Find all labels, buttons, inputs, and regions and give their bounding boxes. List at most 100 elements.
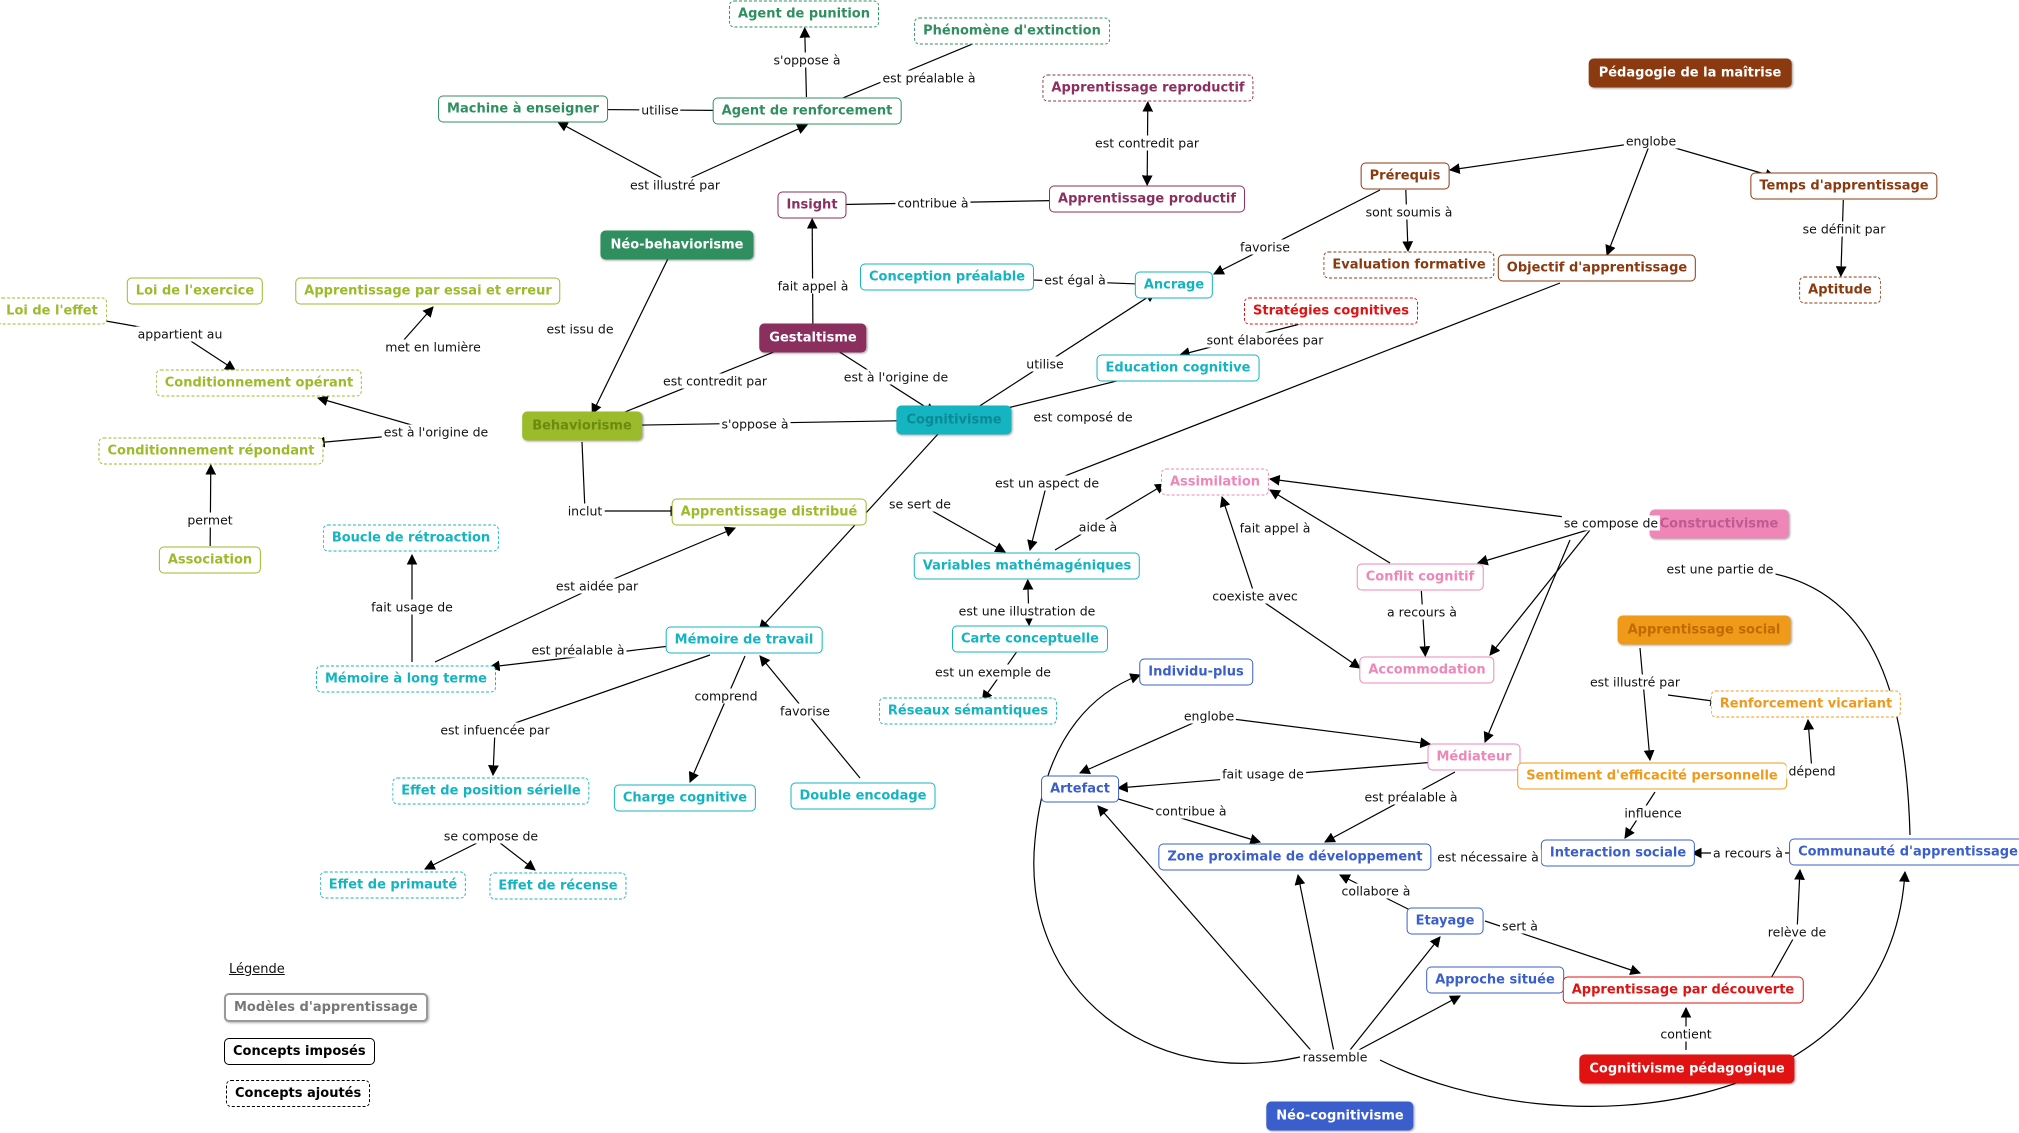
- node-insight: Insight: [777, 191, 847, 219]
- edge-prerequis-to-ancrage: [1213, 189, 1381, 275]
- edge-mediateur-to-zpd: [1324, 771, 1456, 843]
- link-label: coexiste avec: [1210, 588, 1300, 604]
- node-agent-renfo: Agent de renforcement: [712, 97, 902, 125]
- node-effet-rec: Effet de récense: [489, 872, 627, 900]
- node-charge: Charge cognitive: [613, 784, 757, 812]
- link-label: englobe: [1623, 133, 1679, 149]
- node-cond-op: Conditionnement opérant: [155, 369, 363, 397]
- link-label: sont élaborées par: [1204, 332, 1326, 348]
- edge-cognitiv-to-ancrage: [969, 291, 1157, 414]
- node-cond-rep: Conditionnement répondant: [98, 437, 324, 465]
- edge-behav-to-app-distrib: [581, 441, 682, 517]
- link-label: se compose de: [441, 828, 541, 844]
- edge-association-to-cond-rep: [205, 463, 217, 547]
- edge-conflit-to-accommodation: [1419, 590, 1431, 658]
- edge-app-social-to-sentiment: [1639, 647, 1655, 762]
- node-prerequis: Prérequis: [1360, 162, 1450, 190]
- link-label: utilise: [1024, 356, 1066, 372]
- link-label: est un exemple de: [933, 664, 1053, 680]
- node-reseaux: Réseaux sémantiques: [878, 697, 1058, 725]
- node-temps: Temps d'apprentissage: [1750, 172, 1938, 200]
- node-conflit: Conflit cognitif: [1356, 563, 1484, 591]
- node-variables: Variables mathémagéniques: [913, 552, 1141, 580]
- link-label: utilise: [639, 102, 681, 118]
- edge-neobeh-to-agent-renfo: [674, 124, 808, 186]
- edge-memoire-travail-to-effet-pos: [488, 654, 711, 777]
- link-label: inclut: [565, 503, 605, 519]
- node-app-prod: Apprentissage productif: [1049, 185, 1245, 213]
- edge-neocog-to-individu: [1033, 673, 1301, 1064]
- link-label: est aidée par: [553, 578, 641, 594]
- node-cognitiv: Cognitivisme: [896, 405, 1012, 435]
- node-app-social: Apprentissage social: [1617, 615, 1791, 645]
- link-label: contribue à: [895, 195, 971, 211]
- link-label: est préalable à: [880, 70, 978, 86]
- edge-pedagogie-to-prerequis: [1448, 140, 1652, 174]
- link-label: englobe: [1181, 708, 1237, 724]
- node-aptitude: Aptitude: [1799, 276, 1881, 304]
- edge-pedagogie-to-objectif: [1605, 140, 1652, 257]
- edge-gestalt-to-insight: [806, 217, 818, 325]
- link-label: est un aspect de: [992, 475, 1102, 491]
- link-label: appartient au: [135, 326, 225, 342]
- link-label: s'oppose à: [719, 416, 791, 432]
- edge-neocog-to-zpd: [1294, 873, 1336, 1058]
- edge-variables-to-assimilation: [1054, 483, 1166, 551]
- node-approche: Approche située: [1426, 966, 1564, 994]
- node-app-decouverte: Apprentissage par découverte: [1562, 976, 1804, 1004]
- link-label: contribue à: [1153, 803, 1229, 819]
- node-memoire-lt: Mémoire à long terme: [315, 665, 497, 693]
- link-label: a recours à: [1385, 604, 1459, 620]
- link-label: sert à: [1500, 918, 1540, 934]
- link-label: est préalable à: [529, 642, 627, 658]
- edge-construct-to-mediateur: [1483, 539, 1571, 743]
- node-ancrage: Ancrage: [1134, 271, 1214, 299]
- node-loi-exercice: Loi de l'exercice: [126, 277, 264, 305]
- edge-neobeh-to-behav: [591, 257, 670, 415]
- link-label: est composé de: [1031, 409, 1135, 425]
- edge-individu-to-mediateur: [1208, 715, 1432, 749]
- link-label: est à l'origine de: [841, 369, 951, 385]
- legend-item-added: Concepts ajoutés: [226, 1080, 371, 1107]
- link-label: relève de: [1765, 924, 1829, 940]
- node-construct: Constructivisme: [1649, 509, 1789, 539]
- node-effet-pos: Effet de position sérielle: [392, 777, 590, 805]
- edge-temps-to-aptitude: [1835, 199, 1847, 278]
- edge-construct-to-accommodation: [1489, 529, 1591, 656]
- link-label: est infuencée par: [438, 722, 552, 738]
- link-label: est illustré par: [627, 177, 723, 193]
- link-label: se définit par: [1800, 221, 1888, 237]
- link-label: se compose de: [1561, 515, 1661, 531]
- node-double: Double encodage: [790, 782, 936, 810]
- legend-item-models: Modèles d'apprentissage: [224, 993, 428, 1022]
- node-zpd: Zone proximale de développement: [1158, 843, 1432, 871]
- node-neocog: Néo-cognitivisme: [1266, 1101, 1414, 1131]
- link-label: est à l'origine de: [381, 424, 491, 440]
- link-label: est une partie de: [1664, 561, 1776, 577]
- node-carte: Carte conceptuelle: [951, 625, 1109, 653]
- link-label: permet: [185, 512, 235, 528]
- node-cog-peda: Cognitivisme pédagogique: [1579, 1054, 1795, 1084]
- link-label: dépend: [1786, 763, 1838, 779]
- link-label: est illustré par: [1587, 674, 1683, 690]
- node-objectif: Objectif d'apprentissage: [1497, 254, 1697, 282]
- link-label: est une illustration de: [956, 603, 1098, 619]
- link-label: fait usage de: [369, 599, 455, 615]
- link-label: contient: [1658, 1026, 1714, 1042]
- link-label: fait appel à: [775, 278, 851, 294]
- legend-title: Légende: [229, 962, 285, 977]
- edge-neocog-to-artefact: [1097, 805, 1316, 1056]
- node-conception: Conception préalable: [859, 263, 1035, 291]
- node-evaluation: Evaluation formative: [1323, 251, 1495, 279]
- link-label: influence: [1622, 805, 1684, 821]
- link-label: aide à: [1076, 519, 1120, 535]
- edge-prerequis-to-evaluation: [1402, 189, 1414, 253]
- edge-neocog-to-approche: [1354, 995, 1461, 1053]
- node-etayage: Etayage: [1406, 907, 1484, 935]
- node-artefact: Artefact: [1041, 775, 1119, 803]
- node-behav: Behaviorisme: [522, 411, 642, 441]
- edge-artefact-to-zpd: [1114, 797, 1262, 845]
- edge-construct-to-assimilation: [1268, 474, 1612, 524]
- link-label: rassemble: [1300, 1049, 1370, 1065]
